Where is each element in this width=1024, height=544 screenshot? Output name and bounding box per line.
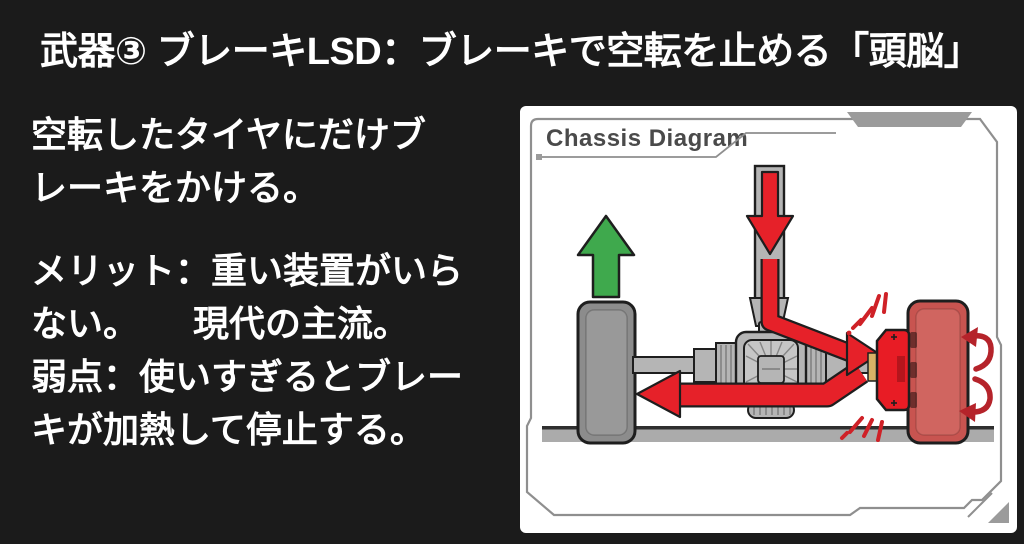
engine-power-down-arrow	[745, 170, 795, 256]
left-wheel	[576, 300, 637, 445]
text-line: メリット：重い装置がいら	[31, 250, 464, 291]
power-transfer-arrow	[760, 259, 881, 377]
axle-left	[632, 342, 737, 389]
grip-up-arrow-icon	[576, 214, 636, 299]
label-underline-dot	[536, 154, 542, 160]
frame-top-bar	[847, 112, 972, 127]
power-redirect-left-arrow	[635, 361, 869, 419]
frame-corner-triangle	[988, 502, 1009, 523]
frame-outline	[525, 117, 1003, 517]
hud-frame: Chassis Diagram	[525, 112, 1009, 523]
frame-corner-diagonal	[967, 492, 993, 518]
brake-caliper	[875, 328, 911, 412]
text-line: レーキをかける。	[31, 167, 320, 208]
paragraph-brake-description: 空転したタイヤにだけブ レーキをかける。	[31, 108, 517, 214]
brake-heat-sparks-top	[846, 292, 888, 336]
text-line: ない。 現代の主流。	[31, 303, 410, 344]
right-wheel	[906, 299, 970, 445]
text-line: キが加熱して停止する。	[31, 409, 426, 450]
slide-title: 武器③ ブレーキLSD：ブレーキで空転を止める「頭脳」	[40, 31, 982, 73]
paragraph-merit-weakness: メリット：重い装置がいら ない。 現代の主流。 弱点：使いすぎるとブレー キが加…	[31, 244, 517, 456]
label-underline	[542, 132, 836, 158]
text-line: 空転したタイヤにだけブ	[31, 114, 426, 155]
chassis-diagram-panel: Chassis Diagram	[520, 106, 1017, 533]
body-text-block: 空転したタイヤにだけブ レーキをかける。 メリット：重い装置がいら ない。 現代…	[31, 108, 517, 456]
chassis-diagram-label: Chassis Diagram	[546, 125, 748, 152]
text-line: 弱点：使いすぎるとブレー	[31, 356, 464, 397]
wheel-spin-arrows	[959, 327, 994, 422]
brake-heat-sparks-bottom	[840, 416, 884, 442]
